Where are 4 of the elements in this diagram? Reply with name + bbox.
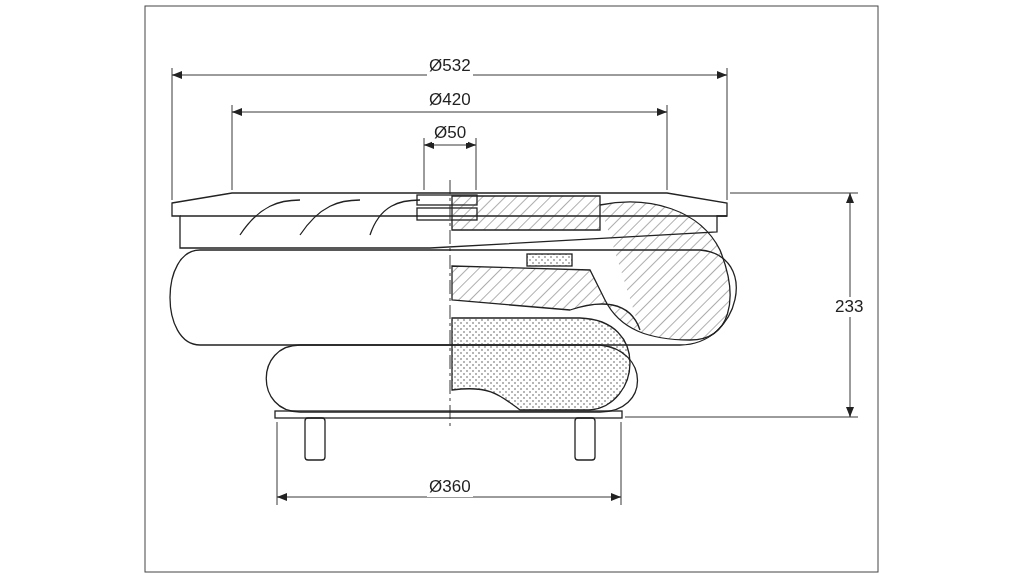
dimension-label: 233 bbox=[833, 297, 866, 317]
dimension-label: Ø360 bbox=[427, 477, 473, 497]
dimension-label: Ø532 bbox=[427, 56, 473, 76]
dimension-label: Ø50 bbox=[432, 123, 469, 143]
